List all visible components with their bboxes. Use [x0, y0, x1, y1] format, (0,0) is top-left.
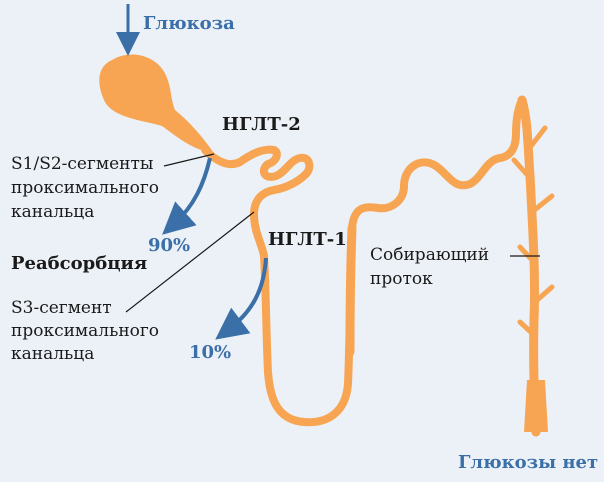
collecting-duct-branches [511, 125, 555, 339]
s1s2-leader-line [163, 153, 215, 167]
reabsorption-90-arrow [162, 157, 212, 235]
loop-ascending-thick [345, 223, 357, 357]
reabsorption-label: Реабсорбция [11, 253, 148, 274]
s1s2-segment-label-line3: канальца [11, 202, 95, 222]
tubule-path [201, 96, 526, 427]
sglt2-label: НГЛТ-2 [222, 114, 301, 135]
glomerulus-shape [99, 54, 213, 152]
collecting-duct [517, 95, 541, 437]
s3-segment-label-line2: проксимального [11, 321, 160, 341]
s1s2-segment-label-line2: проксимального [11, 178, 160, 198]
s3-segment-label-line1: S3-сегмент [11, 298, 112, 318]
s1s2-segment-label-line1: S1/S2-сегменты [11, 154, 154, 174]
no-glucose-label: Глюкозы нет [458, 452, 599, 473]
percent-10-label: 10% [189, 342, 232, 363]
s3-segment-label-line3: канальца [11, 344, 95, 364]
sglt1-label: НГЛТ-1 [268, 229, 347, 250]
glucose-input-label: Глюкоза [143, 13, 235, 34]
collecting-duct-base [524, 380, 548, 432]
percent-90-label: 90% [148, 235, 191, 256]
collecting-duct-label-line1: Собирающий [370, 245, 490, 265]
s3-leader-line [125, 211, 255, 313]
reabsorption-10-arrow [215, 257, 268, 340]
collecting-duct-label-line2: проток [370, 269, 433, 289]
